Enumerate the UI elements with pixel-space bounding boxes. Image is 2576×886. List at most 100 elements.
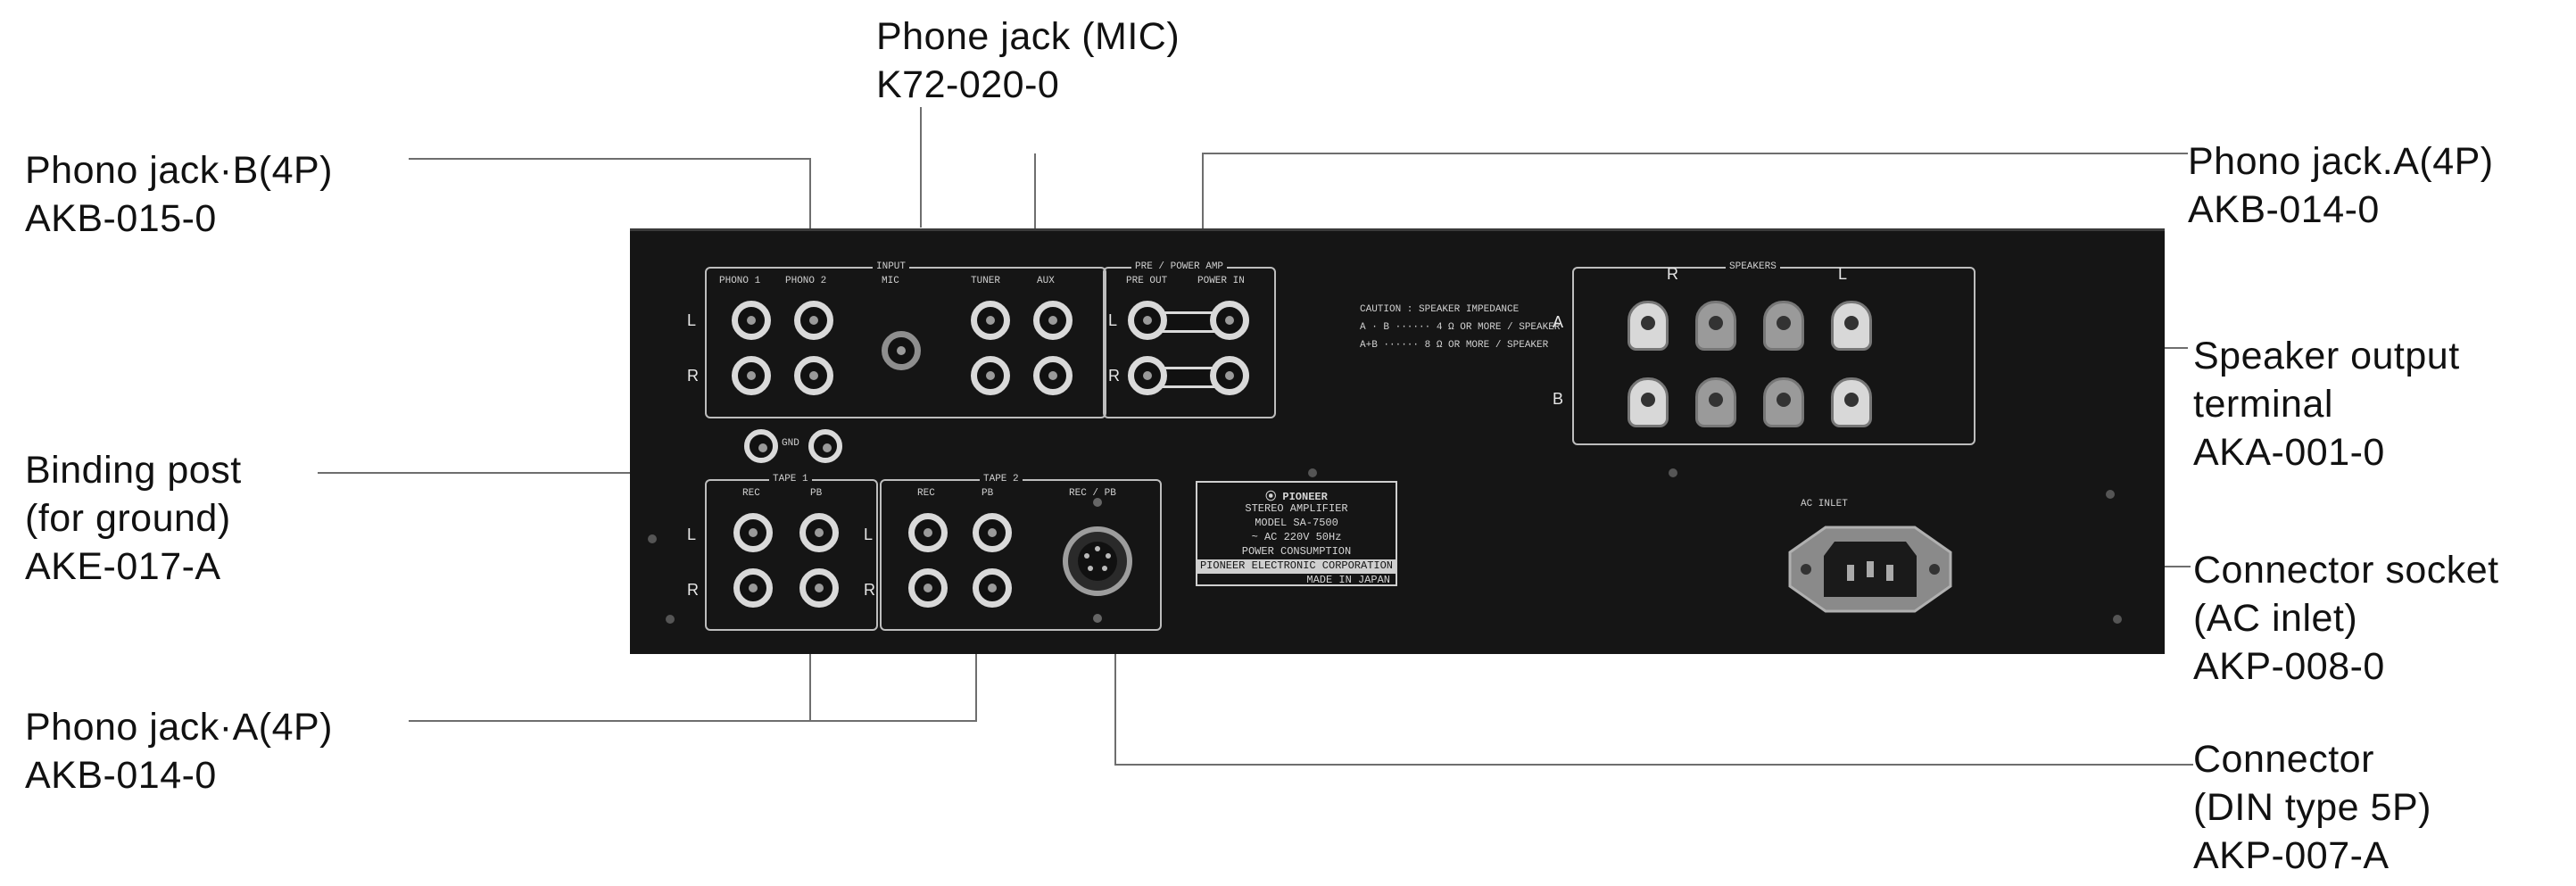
mic-label: MIC (882, 276, 899, 286)
speaker-b-r-minus-terminal[interactable] (1695, 377, 1736, 427)
callout-part-number: AKP-007-A (2193, 832, 2431, 880)
caution-line: A · B ······ 4 Ω OR MORE / SPEAKER (1360, 322, 1560, 340)
tape2-rec-label: REC (917, 488, 935, 499)
speaker-b-l-minus-terminal[interactable] (1763, 377, 1804, 427)
callout-connector-socket: Connector socket (AC inlet) AKP-008-0 (2193, 546, 2499, 691)
mic-phone-jack[interactable] (882, 331, 921, 370)
nameplate-line: POWER CONSUMPTION (1197, 545, 1396, 559)
callout-speaker-output: Speaker output terminal AKA-001-0 (2193, 332, 2460, 477)
pre-out-left-jack[interactable] (1128, 301, 1167, 340)
aux-label: AUX (1037, 276, 1055, 286)
callout-phono-jack-a-bottom: Phono jack·A(4P) AKB-014-0 (25, 703, 333, 799)
speaker-a-r-plus-terminal[interactable] (1628, 301, 1669, 351)
tape1-rec-right-jack[interactable] (733, 568, 773, 608)
callout-part-number: AKB-014-0 (25, 751, 333, 799)
chassis-screw (2106, 490, 2115, 499)
callout-line: (for ground) (25, 494, 242, 542)
phono1-right-jack[interactable] (732, 356, 771, 395)
tuner-label: TUNER (971, 276, 1000, 286)
speakers-a-mark: A (1553, 313, 1563, 332)
callout-phono-jack-a-top: Phono jack.A(4P) AKB-014-0 (2188, 137, 2494, 234)
chassis-screw (648, 534, 657, 543)
callout-line: Connector (2193, 735, 2431, 783)
speaker-a-l-minus-terminal[interactable] (1763, 301, 1804, 351)
callout-part-number: AKP-008-0 (2193, 642, 2499, 691)
speakers-right-label: R (1667, 265, 1678, 284)
speaker-a-r-minus-terminal[interactable] (1695, 301, 1736, 351)
phono1-left-jack[interactable] (732, 301, 771, 340)
callout-part-number: AKA-001-0 (2193, 428, 2460, 476)
input-right-channel-mark: R (687, 367, 699, 385)
nameplate-line: MADE IN JAPAN (1197, 574, 1396, 588)
pre-power-title: PRE / POWER AMP (1131, 261, 1227, 272)
nameplate-line: ~ AC 220V 50Hz (1197, 531, 1396, 545)
ground-binding-post-2[interactable] (808, 429, 842, 463)
tape2-rec-left-jack[interactable] (908, 513, 948, 552)
power-in-left-jack[interactable] (1210, 301, 1249, 340)
power-in-label: POWER IN (1197, 276, 1245, 286)
nameplate-line: PIONEER ELECTRONIC CORPORATION (1197, 559, 1396, 574)
tape2-title: TAPE 2 (980, 474, 1023, 484)
ground-binding-post-1[interactable] (744, 429, 778, 463)
phono2-label: PHONO 2 (785, 276, 826, 286)
tape2-pb-left-jack[interactable] (973, 513, 1012, 552)
tape1-jack-group: TAPE 1 REC PB (705, 479, 878, 631)
speaker-b-r-plus-terminal[interactable] (1628, 377, 1669, 427)
tape2-rec-right-jack[interactable] (908, 568, 948, 608)
chassis-screw (666, 615, 675, 624)
power-in-right-jack[interactable] (1210, 356, 1249, 395)
aux-left-jack[interactable] (1033, 301, 1073, 340)
tuner-right-jack[interactable] (971, 356, 1010, 395)
speakers-b-mark: B (1553, 390, 1563, 409)
callout-binding-post: Binding post (for ground) AKE-017-A (25, 446, 242, 592)
tape1-title: TAPE 1 (769, 474, 812, 484)
nameplate-brand: ⦿ PIONEER (1197, 488, 1396, 502)
phono2-left-jack[interactable] (794, 301, 833, 340)
ac-inlet-socket[interactable] (1781, 517, 1959, 622)
callout-line: Phone jack (MIC) (876, 12, 1180, 61)
callout-line: Binding post (25, 446, 242, 494)
tape1-pb-label: PB (810, 488, 822, 499)
ac-inlet-label: AC INLET (1801, 499, 1848, 509)
pre-out-right-jack[interactable] (1128, 356, 1167, 395)
tape1-right-channel-mark: R (687, 581, 699, 600)
chassis-screw (1308, 468, 1317, 477)
model-nameplate: ⦿ PIONEER STEREO AMPLIFIER MODEL SA-7500… (1196, 481, 1397, 586)
speaker-impedance-caution: CAUTION : SPEAKER IMPEDANCE A · B ······… (1360, 304, 1560, 358)
tape1-pb-right-jack[interactable] (799, 568, 839, 608)
tape1-pb-left-jack[interactable] (799, 513, 839, 552)
speaker-a-l-plus-terminal[interactable] (1831, 301, 1872, 351)
din-5p-connector[interactable] (1056, 493, 1139, 627)
input-group-title: INPUT (873, 261, 909, 272)
caution-line: A+B ······ 8 Ω OR MORE / SPEAKER (1360, 340, 1560, 358)
tuner-left-jack[interactable] (971, 301, 1010, 340)
callout-part-number: AKE-017-A (25, 542, 242, 591)
tape2-right-channel-mark: R (864, 581, 875, 600)
pre-power-amp-group: PRE / POWER AMP PRE OUT POWER IN (1103, 267, 1276, 418)
aux-right-jack[interactable] (1033, 356, 1073, 395)
callout-line: Phono jack·A(4P) (25, 703, 333, 751)
speaker-b-l-plus-terminal[interactable] (1831, 377, 1872, 427)
phono2-right-jack[interactable] (794, 356, 833, 395)
gnd-label: GND (782, 438, 799, 449)
tape1-left-channel-mark: L (687, 526, 696, 544)
callout-line: Phono jack·B(4P) (25, 146, 333, 195)
callout-line: (DIN type 5P) (2193, 783, 2431, 832)
tape1-rec-label: REC (742, 488, 760, 499)
callout-line: Connector socket (2193, 546, 2499, 594)
callout-part-number: K72-020-0 (876, 61, 1180, 109)
callout-part-number: AKB-015-0 (25, 195, 333, 243)
phono1-label: PHONO 1 (719, 276, 760, 286)
chassis-screw (1669, 468, 1677, 477)
callout-connector-din: Connector (DIN type 5P) AKP-007-A (2193, 735, 2431, 881)
nameplate-line: MODEL SA-7500 (1197, 517, 1396, 531)
callout-line: terminal (2193, 380, 2460, 428)
callout-phone-jack-mic: Phone jack (MIC) K72-020-0 (876, 12, 1180, 109)
input-jack-group: INPUT PHONO 1 PHONO 2 MIC TUNER AUX (705, 267, 1106, 418)
pre-out-label: PRE OUT (1126, 276, 1167, 286)
tape1-rec-left-jack[interactable] (733, 513, 773, 552)
tape2-pb-right-jack[interactable] (973, 568, 1012, 608)
nameplate-line: STEREO AMPLIFIER (1197, 502, 1396, 517)
callout-line: Phono jack.A(4P) (2188, 137, 2494, 186)
speakers-title: SPEAKERS (1726, 261, 1780, 272)
